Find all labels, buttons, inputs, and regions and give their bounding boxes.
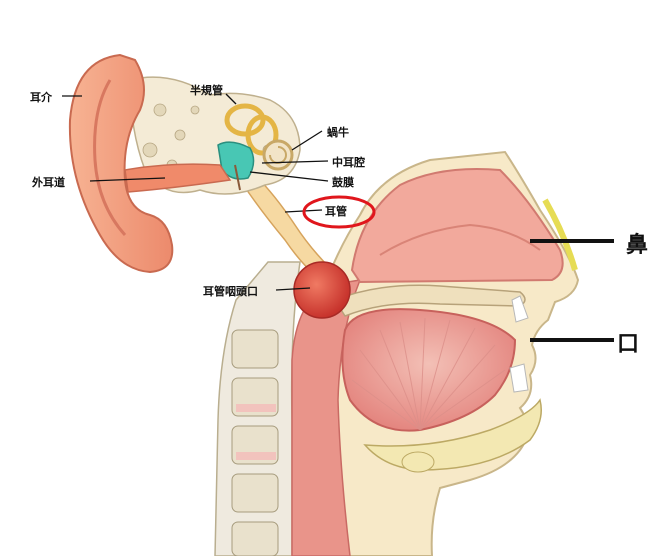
pinna — [68, 53, 174, 274]
label-pinna: 耳介 — [30, 91, 52, 104]
nasal-bone — [542, 198, 578, 271]
label-eustachian-tube: 耳管 — [325, 205, 347, 218]
highlight-circle — [302, 195, 376, 229]
label-ear-canal: 外耳道 — [32, 176, 65, 189]
ear-canal — [124, 163, 232, 193]
semicircular-canals — [224, 103, 279, 156]
palate — [333, 284, 526, 317]
label-mouth: 口 — [617, 332, 640, 357]
middle-ear-cavity — [217, 141, 255, 180]
lower-teeth — [509, 363, 529, 393]
vertebrae — [231, 329, 279, 556]
label-cochlea: 蝸牛 — [327, 126, 349, 139]
tongue-muscle-lines — [351, 317, 506, 431]
label-tube-opening: 耳管咽頭口 — [203, 285, 258, 298]
label-eardrum: 鼓膜 — [332, 176, 354, 189]
nasal-cavity — [350, 168, 564, 284]
hyoid-bone — [401, 451, 435, 473]
tube-pharyngeal-opening — [293, 261, 351, 319]
tongue — [341, 308, 517, 432]
label-middle-ear: 中耳腔 — [332, 156, 365, 169]
cochlea — [262, 139, 294, 171]
label-semicircular-canals: 半規管 — [190, 84, 223, 97]
label-nose: 鼻 — [626, 233, 649, 258]
upper-teeth — [511, 295, 529, 323]
